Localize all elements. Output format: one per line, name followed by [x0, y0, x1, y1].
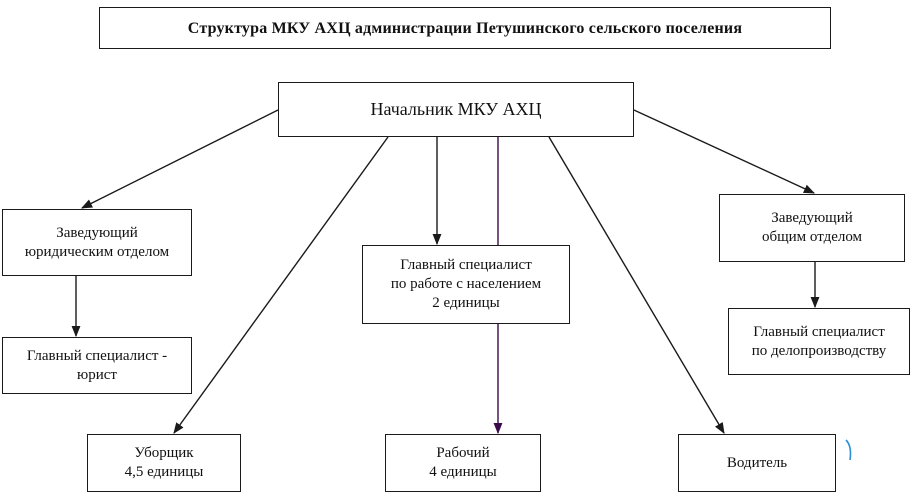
node-cleaner: Уборщик 4,5 единицы	[87, 434, 241, 492]
node-driver: Водитель	[678, 434, 836, 492]
node-lawyer-line-1: Главный специалист -	[26, 347, 168, 364]
node-head-line-1: Начальник МКУ АХЦ	[370, 99, 542, 119]
node-general-head-line-1: Заведующий	[771, 210, 853, 226]
connector-head-to-general	[633, 109, 816, 194]
node-driver-line-1: Водитель	[726, 454, 788, 471]
node-legal-head-line-1: Заведующий	[56, 224, 138, 241]
node-general-head-line-2: общим отделом	[761, 229, 863, 245]
node-records-spec-line-1: Главный специалист	[753, 323, 885, 340]
node-worker-line-2: 4 единицы	[429, 464, 497, 480]
diagram-title: Структура МКУ АХЦ администрации Петушинс…	[99, 7, 831, 49]
node-general-head: Заведующий общим отделом	[719, 194, 905, 262]
node-legal-head-line-2: юридическим отделом	[24, 243, 170, 260]
diagram-title-text: Структура МКУ АХЦ администрации Петушинс…	[187, 19, 743, 37]
node-lawyer-line-2: юрист	[77, 366, 117, 383]
connector-head-to-legal	[80, 109, 279, 209]
node-lawyer: Главный специалист - юрист	[2, 337, 192, 394]
connector-head-to-cleaner	[173, 136, 389, 434]
node-records-spec: Главный специалист по делопроизводству	[728, 308, 910, 375]
connector-head-to-driver	[548, 136, 725, 434]
node-cleaner-line-1: Уборщик	[134, 445, 194, 461]
node-legal-head: Заведующий юридическим отделом	[2, 209, 192, 276]
node-population-spec-line-3: 2 единицы	[432, 295, 500, 311]
node-population-spec-line-1: Главный специалист	[400, 257, 532, 273]
node-population-spec-line-2: по работе с населением	[390, 276, 542, 292]
node-worker-line-1: Рабочий	[436, 445, 490, 461]
node-worker: Рабочий 4 единицы	[385, 434, 541, 492]
node-records-spec-line-2: по делопроизводству	[751, 342, 887, 359]
node-head: Начальник МКУ АХЦ	[278, 82, 634, 137]
node-population-spec: Главный специалист по работе с население…	[362, 245, 570, 324]
node-cleaner-line-2: 4,5 единицы	[124, 464, 204, 480]
scan-mark	[845, 439, 852, 461]
